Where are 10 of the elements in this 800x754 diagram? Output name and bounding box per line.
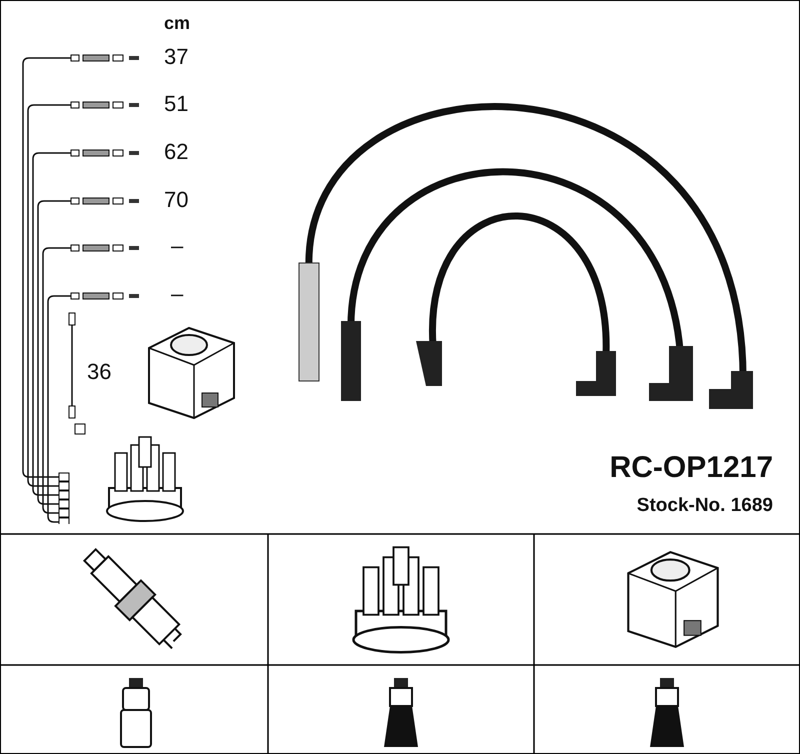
cable-length: 37 xyxy=(164,44,188,70)
part-number: RC-OP1217 xyxy=(610,451,773,485)
stock-number: Stock-No. 1689 xyxy=(636,495,773,517)
cable-length: 51 xyxy=(164,91,188,117)
cable-length: – xyxy=(171,233,184,259)
cable-length: – xyxy=(171,281,184,307)
cable-length: 36 xyxy=(87,359,112,385)
cable-length: 62 xyxy=(164,139,188,165)
unit-label: cm xyxy=(164,13,190,34)
cable-length: 70 xyxy=(164,187,188,213)
